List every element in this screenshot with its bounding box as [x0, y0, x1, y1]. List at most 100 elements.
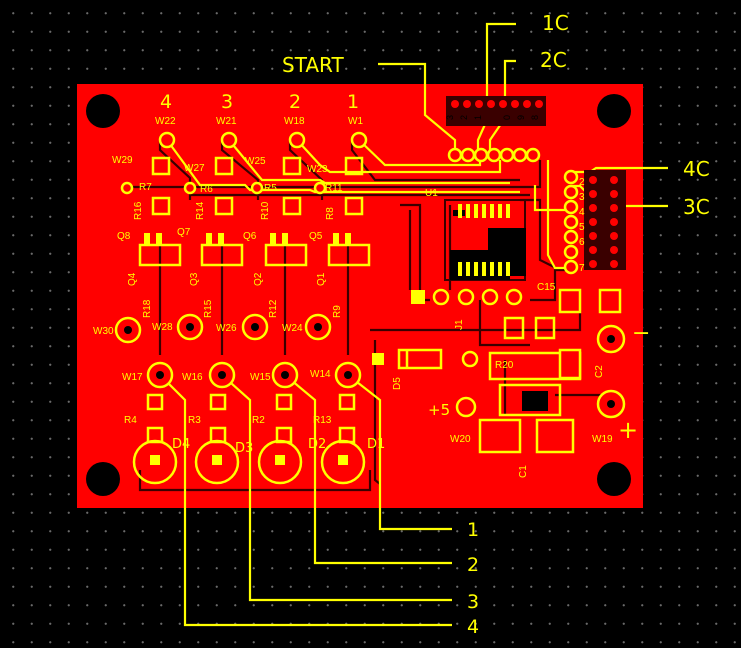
- start-label: START: [282, 53, 344, 77]
- led-footprints: D4 D3 D2 D1: [132, 437, 385, 485]
- leader-col-trace-4: [166, 139, 520, 194]
- output-label-4: 4: [467, 616, 479, 638]
- designator-w18: W18: [284, 116, 305, 127]
- designator-w28: W28: [152, 322, 173, 333]
- designator-c1: C1: [518, 465, 529, 478]
- designator-q7: Q7: [177, 227, 191, 238]
- w-pads-middle: W30 W28 W26 W24: [93, 313, 332, 344]
- pad-w18: [288, 131, 306, 149]
- designator-d5: D5: [392, 377, 403, 390]
- designator-w19: W19: [592, 434, 613, 445]
- resistor-footprints-upper: W29 W27 W25 W23 R7 R6 R5 R11 R16 R14 R10…: [112, 155, 364, 220]
- designator-r14: R14: [195, 201, 206, 220]
- designator-r11: R11: [325, 183, 343, 194]
- ic-u1: U1: [425, 188, 526, 281]
- leader-out-1: [347, 374, 452, 531]
- column-label-2: 2: [289, 91, 301, 113]
- designator-r9: R9: [332, 305, 343, 318]
- leader-u1-mid: [533, 185, 565, 212]
- designator-w1: W1: [348, 116, 363, 127]
- designator-r7: R7: [139, 182, 152, 193]
- header-right-pin-6: 6: [579, 237, 585, 248]
- header-right-pin-3: 3: [579, 192, 585, 203]
- leader-out-3: [221, 374, 452, 602]
- mounting-hole-bottom-right: [597, 462, 631, 496]
- designator-r8: R8: [325, 207, 336, 220]
- leader-out-2: [284, 374, 452, 565]
- header-top-pin-0: 0: [502, 115, 512, 120]
- designator-r10: R10: [260, 201, 271, 220]
- designator-w23: W23: [307, 164, 328, 175]
- designator-c15: C15: [537, 282, 556, 293]
- column-label-4: 4: [160, 91, 172, 113]
- designator-r18: R18: [142, 299, 153, 318]
- leader-out-4: [159, 374, 452, 627]
- designator-r20: R20: [495, 360, 514, 371]
- leader-col-trace-1: [358, 139, 482, 167]
- pad-w22: [158, 131, 176, 149]
- header-top-pin-3: 3: [445, 115, 455, 120]
- column-labels: 4 3 2 1: [160, 91, 359, 113]
- designator-w27: W27: [184, 163, 205, 174]
- label-leader-lines: [159, 22, 668, 627]
- header-right-pin-5: 5: [579, 222, 585, 233]
- designator-c2: C2: [594, 365, 605, 378]
- designator-q3: Q3: [189, 272, 200, 286]
- mid-resistors: R18 R15 R12 R9: [142, 299, 343, 318]
- designator-r13: R13: [313, 415, 332, 426]
- designator-w22: W22: [155, 116, 176, 127]
- designator-q6: Q6: [243, 231, 257, 242]
- designator-w14: W14: [310, 369, 331, 380]
- leader-u1-right: [546, 160, 572, 270]
- regulator-area: R20 +5 W20 C1: [428, 348, 582, 478]
- leader-col-trace-2: [296, 139, 502, 174]
- output-label-1: 1: [467, 519, 479, 541]
- column-label-1: 1: [347, 91, 359, 113]
- designator-u1: U1: [425, 188, 438, 199]
- resistor-footprints-lower: R4 R3 R2 R13: [124, 393, 356, 444]
- mounting-hole-top-right: [597, 94, 631, 128]
- designator-q8: Q8: [117, 231, 131, 242]
- designator-q2: Q2: [253, 272, 264, 286]
- designator-q1: Q1: [316, 272, 327, 286]
- designator-r16: R16: [133, 201, 144, 220]
- designator-d1: D1: [367, 437, 385, 452]
- output-label-2: 2: [467, 554, 479, 576]
- output-label-3: 3: [467, 591, 479, 613]
- leader-col-trace-3: [228, 139, 510, 185]
- designator-w30: W30: [93, 326, 114, 337]
- header-right: 2 3 4 5 6 7: [563, 169, 626, 275]
- header-top-pin-8: 8: [530, 115, 540, 120]
- column-label-3: 3: [221, 91, 233, 113]
- output-labels: 1 2 3 4: [467, 519, 479, 638]
- designator-q5: Q5: [309, 231, 323, 242]
- 4c-label: 4C: [683, 157, 710, 181]
- designator-w24: W24: [282, 323, 303, 334]
- designator-j1: J1: [454, 319, 465, 330]
- 1c-label: 1C: [542, 11, 569, 35]
- designator-r2: R2: [252, 415, 265, 426]
- designator-q4: Q4: [127, 272, 138, 286]
- w-pads-lower: W17 W16 W15 W14: [122, 361, 362, 389]
- designator-d4: D4: [172, 437, 190, 452]
- signal-labels: START 1C 2C 4C 3C: [282, 11, 710, 219]
- header-right-pin-7: 7: [579, 263, 585, 274]
- w-pads-top: W22 W21 W18 W1: [155, 116, 368, 149]
- minus-label: −: [632, 321, 650, 346]
- header-top-pin-2: 2: [459, 115, 469, 120]
- designator-w17: W17: [122, 372, 143, 383]
- capacitors: C2 − + W19: [503, 288, 650, 445]
- diode-d5: D5: [372, 348, 479, 390]
- 2c-label: 2C: [540, 48, 567, 72]
- pad-w21: [220, 131, 238, 149]
- plus5-label: +5: [428, 401, 450, 419]
- designator-r5: R5: [264, 183, 277, 194]
- mounting-hole-bottom-left: [86, 462, 120, 496]
- header-top-pin-1: 1: [473, 115, 483, 120]
- header-right-pin-4: 4: [579, 207, 585, 218]
- transistor-footprints: Q8 Q7 Q6 Q5 Q4 Q3 Q2 Q1: [117, 227, 371, 286]
- designator-r3: R3: [188, 415, 201, 426]
- designator-d2: D2: [308, 437, 326, 452]
- header-top: 3 2 1 0 9 8: [445, 96, 546, 163]
